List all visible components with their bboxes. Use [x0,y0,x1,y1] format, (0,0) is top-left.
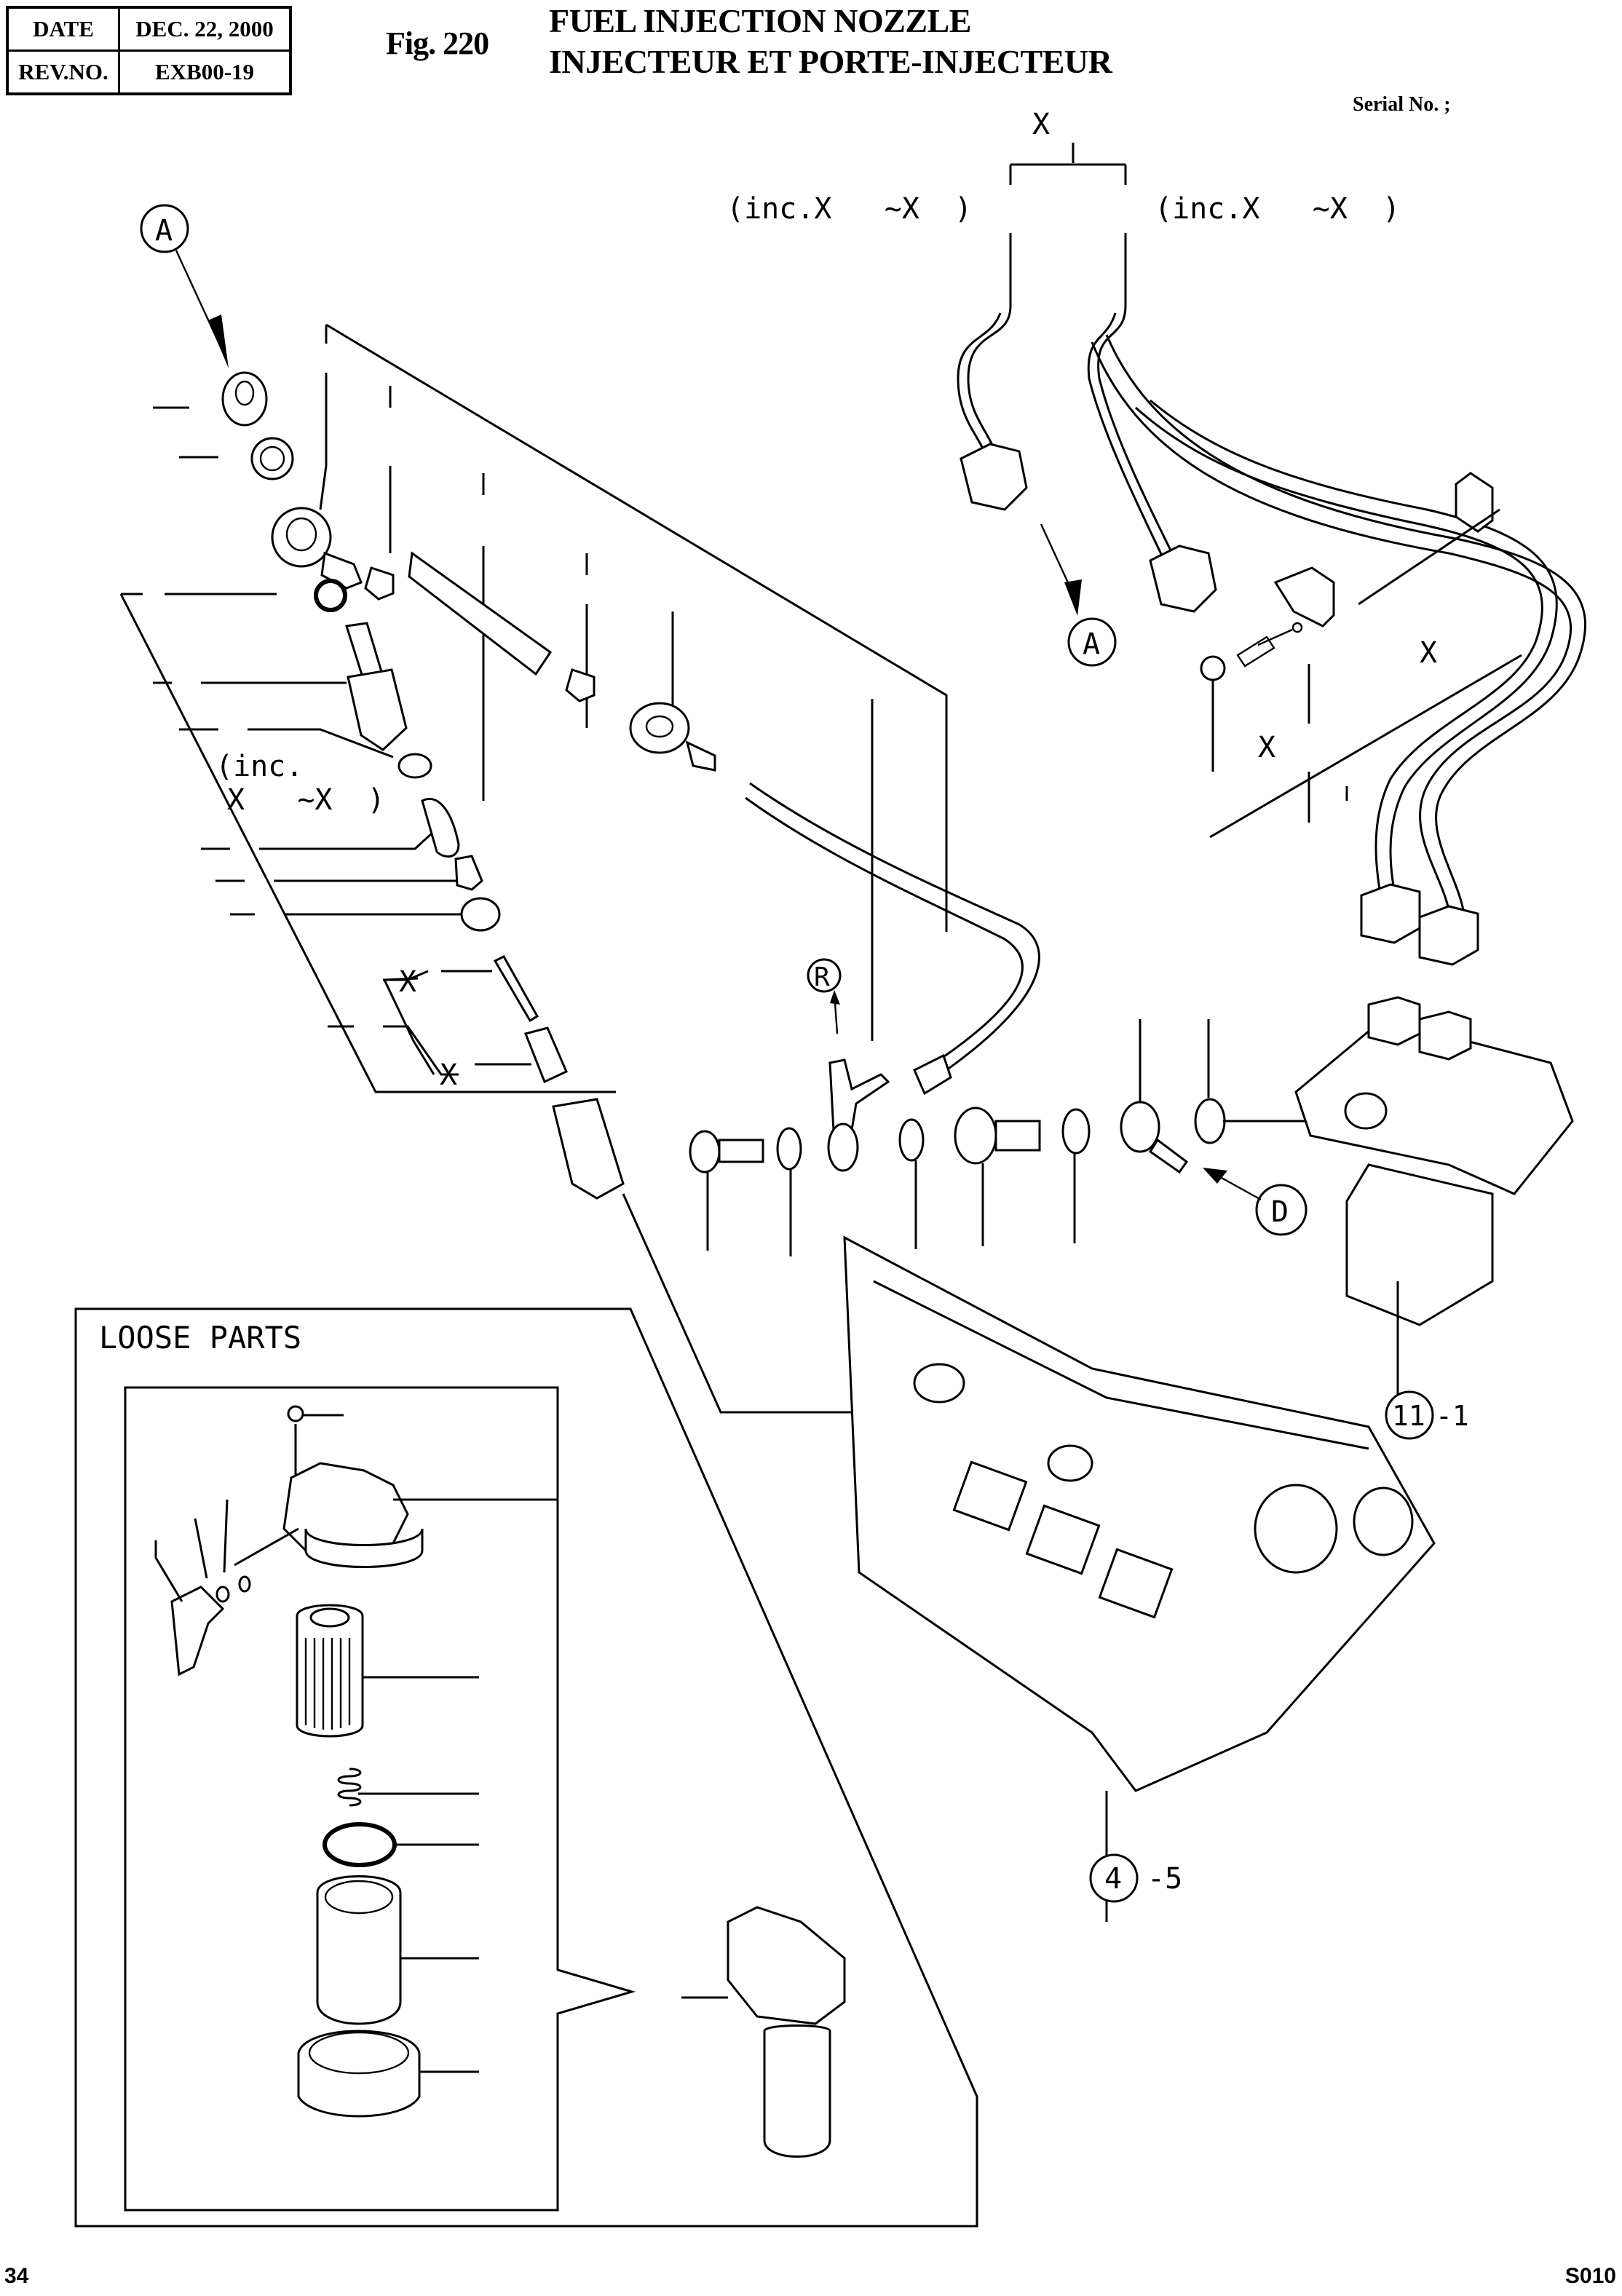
callout-x-lower: X [440,1058,457,1092]
callout-x-top: X [1032,108,1050,141]
needle-valve [493,955,539,1023]
callout-inc-nozzle-1: (inc. [215,750,303,783]
marker-r: R [814,962,830,992]
banjo-eye [827,1123,859,1172]
filter-head [282,1462,409,1559]
clamp-bolt-head [1200,655,1226,681]
nozzle-holder [347,668,408,751]
clamp-upper [1455,472,1494,533]
reference-a-pipe: A [1040,523,1117,667]
cross-ref-pump-suffix: -1 [1436,1400,1469,1432]
hose-clip-2 [565,668,596,702]
pipe-nut-left [960,443,1028,511]
serial-number-label: Serial No. ; [1353,93,1451,116]
injection-pipes [957,305,1587,966]
marker-circle-a-top [140,204,189,253]
washer-5 [1061,1108,1091,1155]
callout-inc-right: (inc.X ~X ) [1155,192,1400,226]
leak-off-hose [408,551,553,676]
callout-x-pipe: X [1420,636,1437,670]
loose-parts-title: LOOSE PARTS [99,1320,301,1355]
date-value: DEC. 22, 2000 [118,6,292,52]
injection-pump: 11 -1 [1294,996,1574,1440]
pipe-callout-group: X (inc.X ~X ) (inc.X ~X ) [727,108,1400,306]
cross-ref-head-suffix: -5 [1147,1862,1182,1896]
retaining-nut [552,1098,625,1200]
callout-x-bracket: X [1258,731,1275,764]
spring-seat [454,855,483,891]
callout-leaders [1009,233,1127,306]
washer-3 [776,1127,802,1171]
nozzle-leader-frame [119,323,948,1093]
drain-cock-lever [170,1586,225,1677]
loose-parts-inner-frame [124,1386,636,2212]
figure-title-french: INJECTEUR ET PORTE-INJECTEUR [549,43,1112,80]
o-ring [314,579,347,612]
marker-a-top: A [155,214,173,248]
loose-parts-box: LOOSE PARTS [74,1307,978,2228]
filter-bowl [316,1875,402,2025]
pipe-nut-right [1149,545,1217,613]
banjo-fitting [271,507,332,568]
spacer [460,897,501,932]
revision-table: DATE DEC. 22, 2000 REV.NO. EXB00-19 [6,6,292,95]
nozzle-tip [523,1026,568,1084]
hollow-bolt [689,1130,721,1173]
assembled-filter-head [727,1906,846,2025]
assembled-filter-bowl [763,2024,831,2158]
page-code: S010 [1564,2264,1616,2288]
pump-nut-right [1418,905,1479,966]
cylinder-head: 4 -5 [843,1235,1436,1922]
washer-4 [898,1118,925,1162]
date-row: DATE DEC. 22, 2000 [6,6,292,52]
washer-6 [1194,1098,1226,1144]
washer-2 [397,753,432,779]
filter-element [296,1604,364,1738]
banjo-fitting-2 [629,702,690,754]
drain-spring [215,1586,230,1603]
hose-clip-1 [364,566,395,601]
leak-off-pipe: R [745,782,1040,1149]
pump-nut-left [1360,883,1421,944]
marker-circle-r [807,958,842,993]
pump-body [1345,1163,1494,1326]
marker-circle-a-pipe [1067,617,1117,667]
washer-1 [250,437,294,480]
banjo-fitting-3 [1120,1101,1160,1153]
callout-inc-left: (inc.X ~X ) [727,192,972,226]
marker-d: D [1271,1195,1289,1229]
date-label: DATE [6,6,120,52]
figure-number: Fig. 220 [386,25,489,61]
cross-ref-circle-pump [1385,1390,1434,1440]
spring [421,798,460,858]
cross-ref-head-number: 4 [1104,1862,1122,1896]
pipe-clamp-group: X X [1200,472,1522,839]
fitting-row: D [689,1019,1347,1256]
revision-row: REV.NO. EXB00-19 [6,50,292,95]
callout-inc-nozzle-2: X ~X ) [227,783,385,817]
marker-a-pipe: A [1083,628,1100,661]
drain-o-ring [238,1575,251,1593]
callout-bracket [1009,143,1127,185]
filter-spring [337,1767,362,1807]
revision-value: EXB00-19 [118,50,292,95]
revision-label: REV.NO. [6,50,120,95]
filter-screw [287,1405,304,1422]
marker-circle-d [1255,1184,1308,1236]
union-bolt [954,1107,997,1165]
page-number: 34 [4,2264,29,2288]
cross-ref-circle-head [1089,1853,1139,1903]
cross-ref-pump-number: 11 [1392,1400,1425,1432]
callout-x-upper: X [399,965,416,999]
pipe-end-clip [913,1053,952,1096]
figure-title-english: FUEL INJECTION NOZZLE [549,2,971,39]
reference-a-top: A [140,204,229,368]
clamp-lower [1273,566,1335,628]
cap-nut [221,371,268,427]
cylinder-head-body [843,1235,1436,1792]
bowl-o-ring [323,1822,397,1867]
